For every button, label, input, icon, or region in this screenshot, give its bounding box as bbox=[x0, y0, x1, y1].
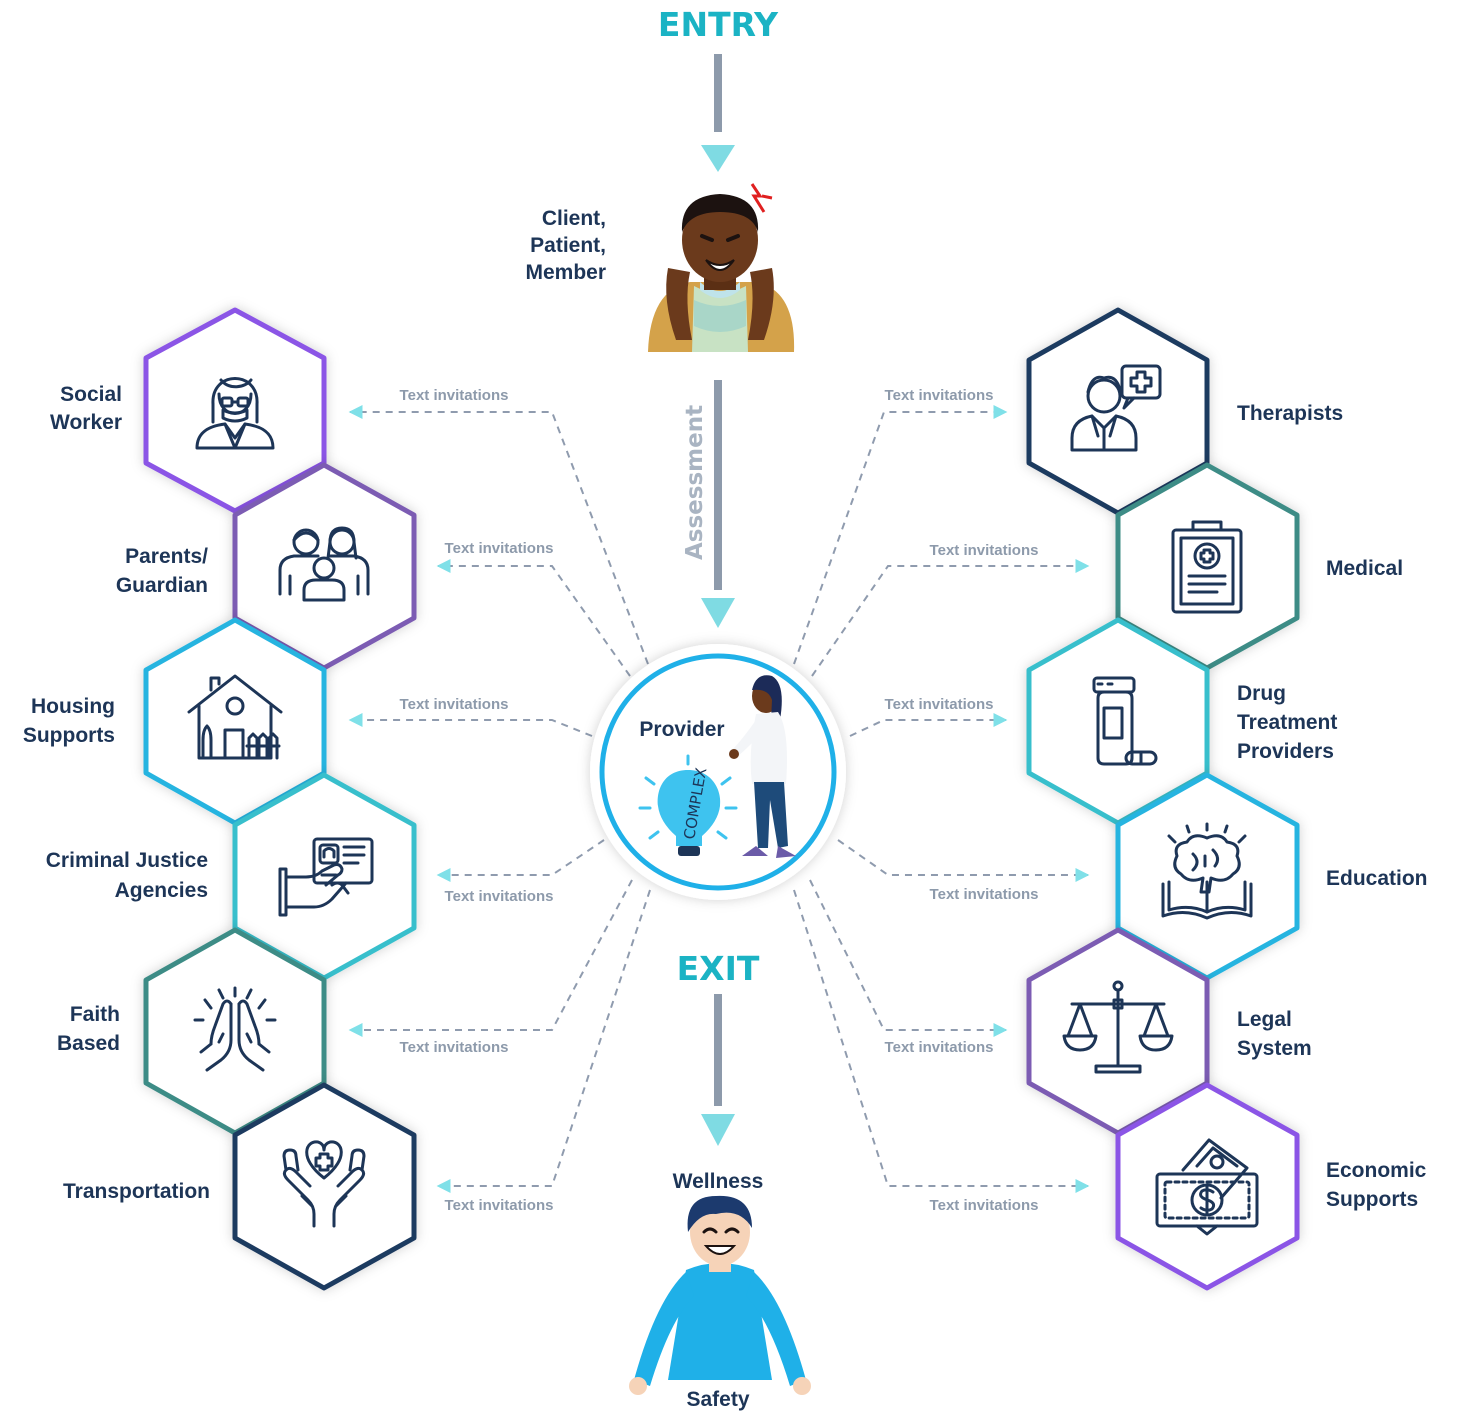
hex-label: Therapists bbox=[1237, 402, 1343, 425]
hex-label: Housing bbox=[31, 695, 115, 718]
hex-drug-treatment-providers: Drug Treatment Providers bbox=[1026, 617, 1337, 826]
hex-label: Guardian bbox=[116, 574, 208, 597]
svg-text:Text invitations: Text invitations bbox=[400, 696, 509, 713]
svg-text:Text invitations: Text invitations bbox=[445, 540, 554, 557]
svg-text:Member: Member bbox=[525, 261, 606, 284]
hex-label: System bbox=[1237, 1037, 1312, 1060]
hex-label: Social bbox=[60, 383, 122, 406]
exit-arrow-head bbox=[701, 1114, 735, 1146]
hex-label: Agencies bbox=[115, 879, 208, 902]
connector-lines bbox=[348, 405, 1090, 1193]
hex-medical: Medical bbox=[1115, 462, 1403, 671]
client-label: Client, Patient, Member bbox=[525, 207, 606, 284]
svg-text:Text invitations: Text invitations bbox=[885, 387, 994, 404]
provider-person-illustration bbox=[729, 675, 796, 858]
hex-economic-supports: Economic Supports bbox=[1115, 1082, 1427, 1291]
exit-arrow-shaft bbox=[714, 994, 722, 1106]
svg-text:Text invitations: Text invitations bbox=[445, 888, 554, 905]
svg-text:Text invitations: Text invitations bbox=[400, 387, 509, 404]
hex-label: Medical bbox=[1326, 557, 1403, 580]
hex-label: Supports bbox=[1326, 1188, 1418, 1211]
hex-label: Legal bbox=[1237, 1008, 1292, 1031]
assessment-label: Assessment bbox=[682, 405, 708, 560]
entry-arrow-shaft bbox=[714, 54, 722, 132]
hex-legal-system: Legal System bbox=[1026, 927, 1312, 1136]
hex-label: Based bbox=[57, 1032, 120, 1055]
svg-text:Text invitations: Text invitations bbox=[930, 886, 1039, 903]
hex-label: Education bbox=[1326, 867, 1428, 890]
svg-text:Text invitations: Text invitations bbox=[885, 1039, 994, 1056]
hex-label: Economic bbox=[1326, 1159, 1427, 1182]
provider-hub: Provider COMPLEX bbox=[590, 644, 846, 900]
hex-criminal-justice-agencies: Criminal Justice Agencies bbox=[46, 772, 417, 981]
hex-faith-based: Faith Based bbox=[57, 927, 327, 1136]
hex-label: Worker bbox=[50, 411, 122, 434]
hex-label: Criminal Justice bbox=[46, 849, 208, 872]
hex-label: Providers bbox=[1237, 740, 1334, 763]
hex-label: Drug bbox=[1237, 682, 1286, 705]
svg-text:Text invitations: Text invitations bbox=[445, 1197, 554, 1214]
link-labels: Text invitations Text invitations Text i… bbox=[400, 387, 1039, 1214]
hex-label: Treatment bbox=[1237, 711, 1337, 734]
hex-education: Education bbox=[1115, 772, 1428, 981]
entry-arrow-head bbox=[701, 145, 735, 172]
wellness-label: Wellness bbox=[673, 1170, 764, 1193]
entry-title: ENTRY bbox=[658, 5, 779, 44]
svg-text:Text invitations: Text invitations bbox=[400, 1039, 509, 1056]
svg-text:Patient,: Patient, bbox=[530, 234, 606, 257]
provider-label: Provider bbox=[639, 718, 724, 741]
assessment-arrow-head bbox=[701, 598, 735, 628]
safety-label: Safety bbox=[686, 1388, 749, 1411]
svg-text:Text invitations: Text invitations bbox=[930, 542, 1039, 559]
stressed-client-illustration bbox=[648, 183, 795, 352]
svg-text:Text invitations: Text invitations bbox=[885, 696, 994, 713]
hex-housing-supports: Housing Supports bbox=[23, 617, 327, 826]
hex-social-worker: Social Worker bbox=[50, 307, 327, 514]
assessment-arrow-shaft bbox=[714, 380, 722, 590]
svg-text:Text invitations: Text invitations bbox=[930, 1197, 1039, 1214]
hex-transportation: Transportation bbox=[63, 1082, 417, 1291]
happy-person-illustration bbox=[629, 1195, 811, 1395]
hex-label: Faith bbox=[70, 1003, 120, 1026]
exit-title: EXIT bbox=[677, 949, 760, 988]
hex-label: Parents/ bbox=[125, 545, 208, 568]
lightbulb-icon: COMPLEX bbox=[638, 754, 738, 856]
svg-text:Client,: Client, bbox=[542, 207, 606, 230]
hex-label: Transportation bbox=[63, 1180, 210, 1203]
hex-label: Supports bbox=[23, 724, 115, 747]
